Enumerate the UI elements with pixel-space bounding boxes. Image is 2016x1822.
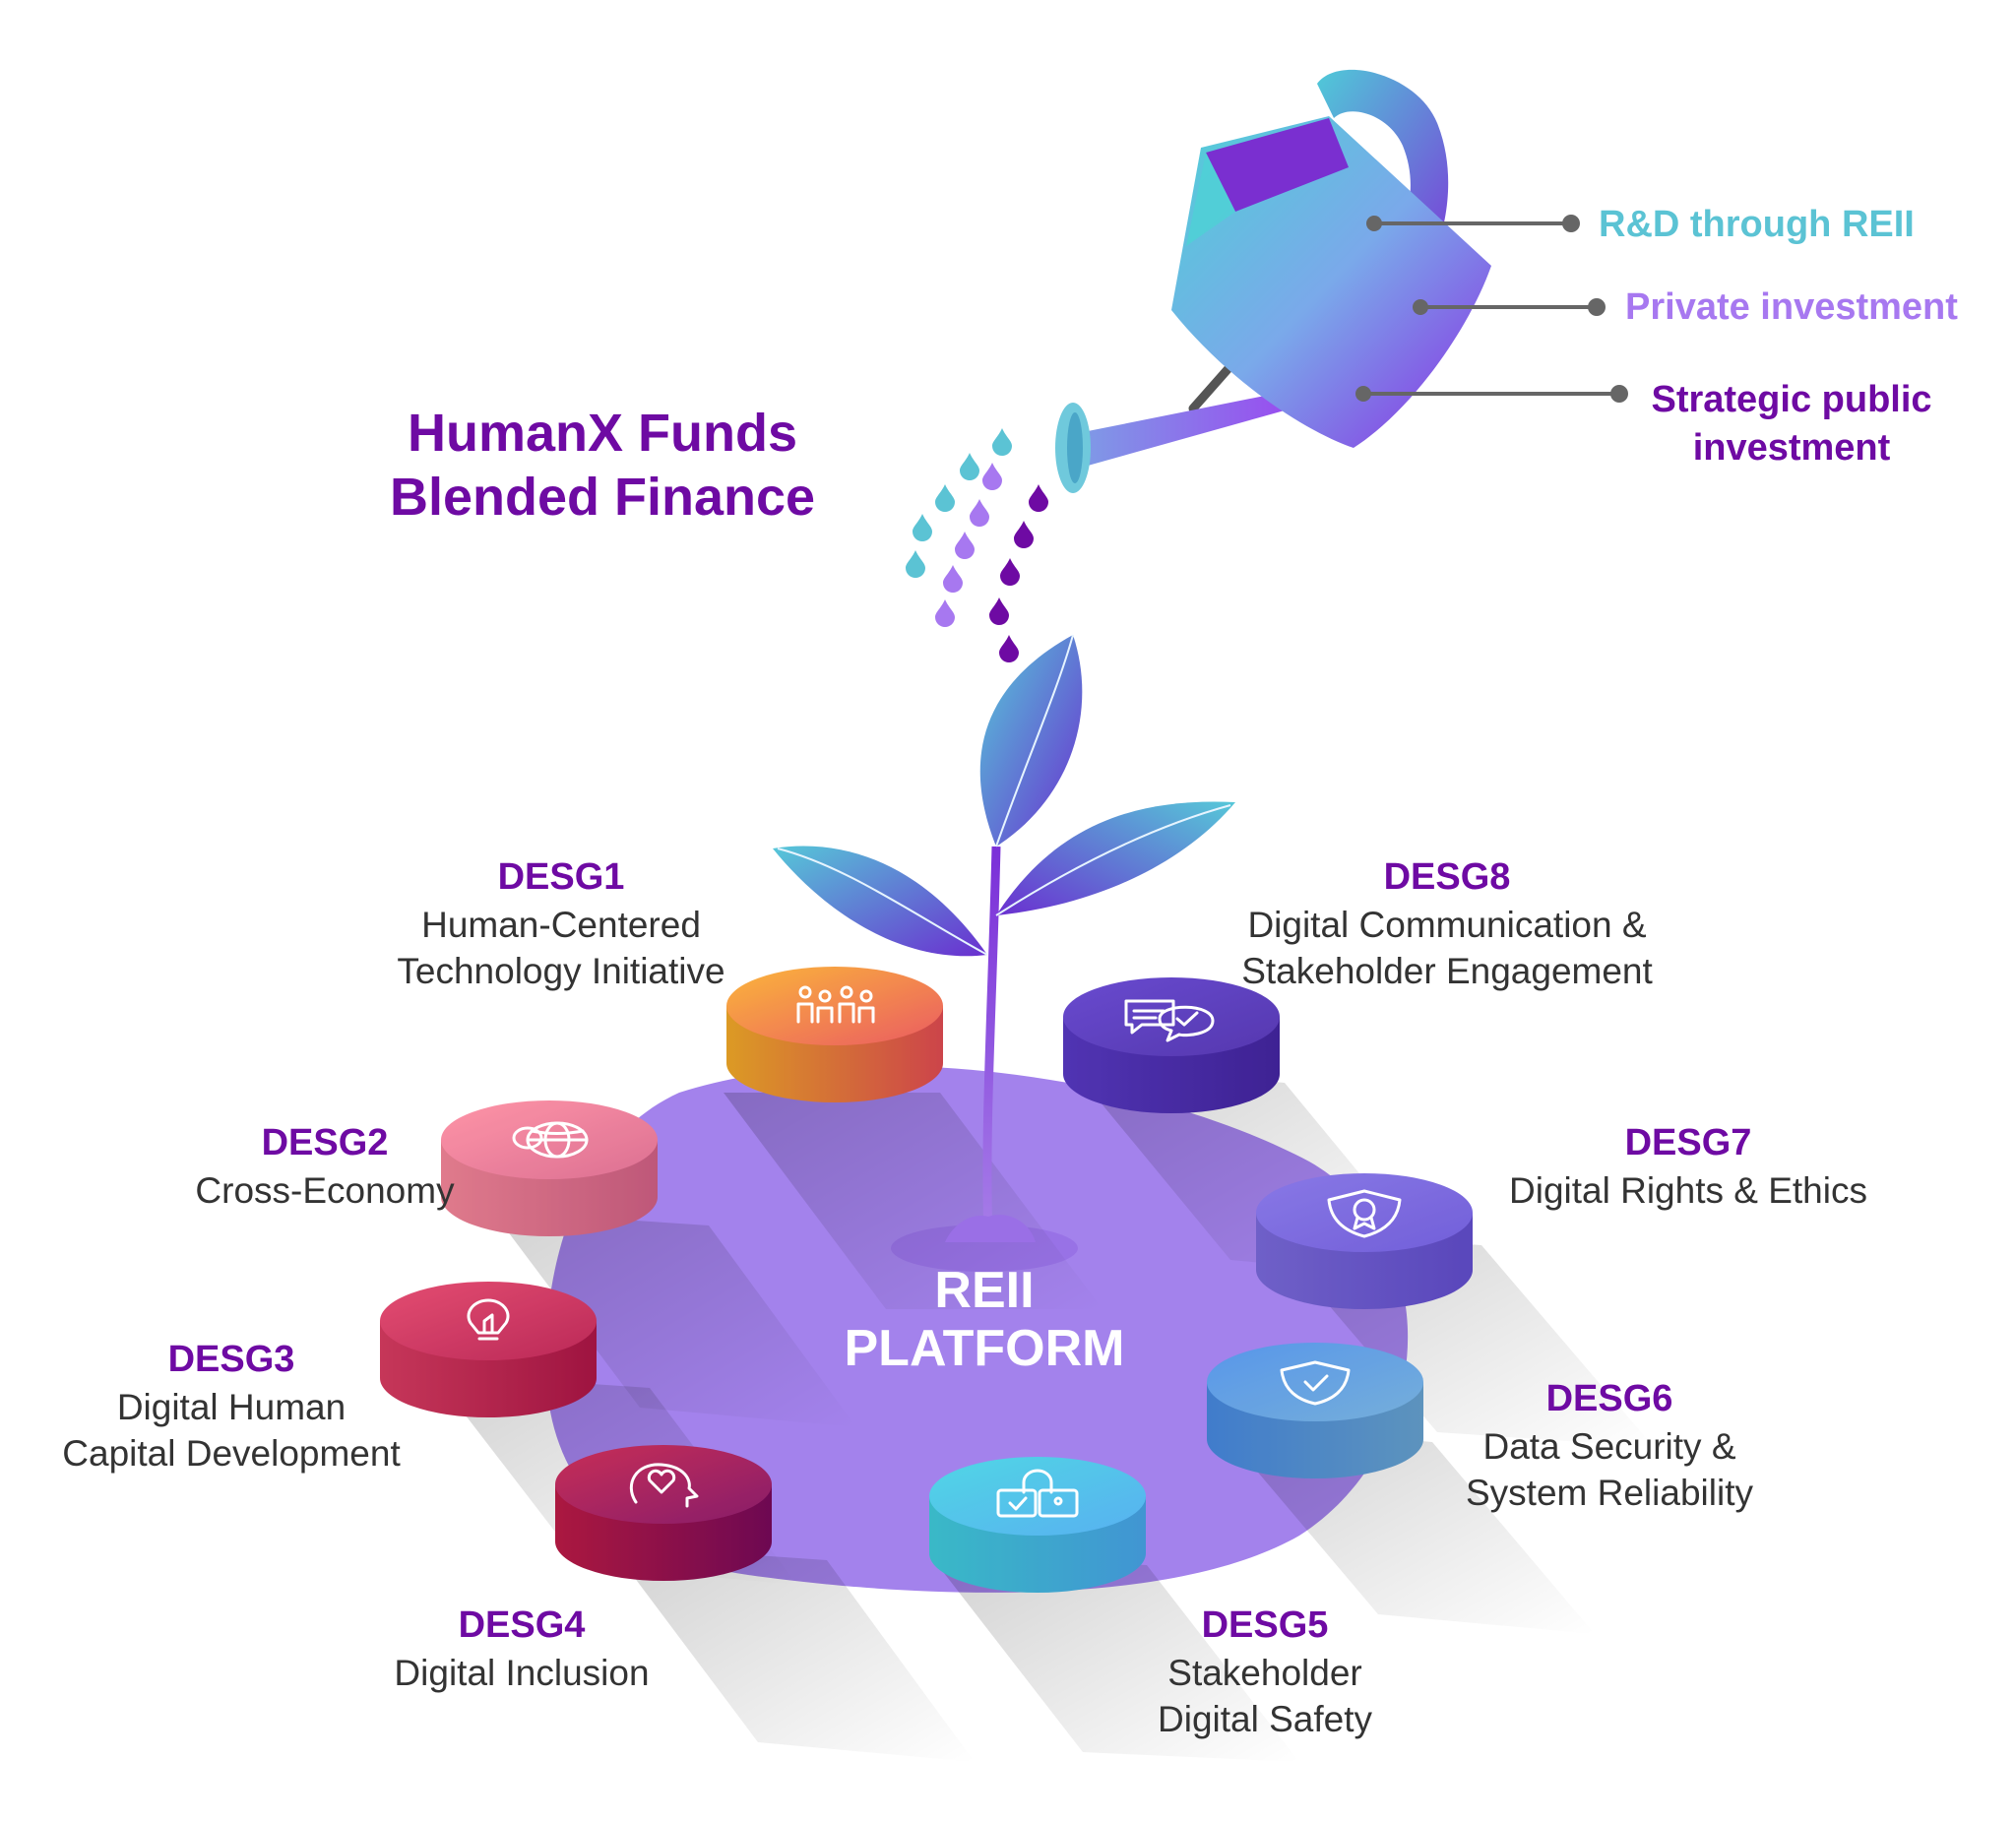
desg6-name-line-2: System Reliability [1466, 1472, 1753, 1513]
cylinder-top [1256, 1173, 1473, 1252]
cylinder-top-highlight [1063, 977, 1280, 1056]
desg8-name-line-1: Digital Communication & [1247, 904, 1647, 945]
desg2-cylinder [441, 1100, 658, 1236]
shield-check-icon [1280, 1360, 1351, 1406]
title-line-2: Blended Finance [389, 467, 816, 527]
cylinder-top-highlight [726, 967, 943, 1045]
water-droplet [960, 453, 979, 480]
desg5-cylinder [929, 1457, 1146, 1593]
sprout-plant [773, 634, 1235, 1242]
desg8-code: DESG8 [1383, 856, 1511, 898]
desg6-code: DESG6 [1545, 1378, 1673, 1419]
desg-cylinders [380, 967, 1473, 1593]
funding-private-label: Private investment [1625, 286, 1958, 328]
desg3-name-line-1: Digital Human [116, 1386, 346, 1427]
desg5-code: DESG5 [1201, 1604, 1329, 1646]
globe-icon [512, 1121, 589, 1159]
cylinder-top [555, 1445, 772, 1524]
desg7-name-line-1: Digital Rights & Ethics [1509, 1169, 1867, 1211]
water-droplet [955, 532, 975, 559]
desg1-label: DESG1 Human-Centered Technology Initiati… [389, 854, 733, 994]
water-droplet [970, 499, 989, 527]
desg6-name-line-1: Data Security & [1482, 1425, 1736, 1467]
desg5-name-line-2: Digital Safety [1158, 1698, 1372, 1739]
desg7-cylinder [1256, 1173, 1473, 1309]
desg7-code: DESG7 [1624, 1122, 1752, 1163]
desg6-cylinder [1207, 1343, 1423, 1478]
platform-line-1: REII [934, 1262, 1035, 1319]
cylinder-top [1207, 1343, 1423, 1421]
desg7-label: DESG7 Digital Rights & Ethics [1491, 1120, 1885, 1214]
platform-line-2: PLATFORM [844, 1319, 1125, 1377]
desg1-name-line-1: Human-Centered [421, 904, 701, 945]
desg4-code: DESG4 [458, 1604, 586, 1646]
desg1-code: DESG1 [497, 856, 625, 898]
desg3-code: DESG3 [167, 1339, 295, 1380]
cylinder-top-highlight [1207, 1343, 1423, 1421]
desg6-label: DESG6 Data Security & System Reliability [1442, 1376, 1777, 1516]
desg2-code: DESG2 [261, 1122, 389, 1163]
platform-label: REII PLATFORM [788, 1262, 1181, 1378]
desg4-label: DESG4 Digital Inclusion [364, 1602, 679, 1696]
shield-badge-icon [1327, 1189, 1402, 1238]
water-droplets [906, 428, 1048, 662]
desg4-cylinder [555, 1445, 772, 1581]
water-droplet [992, 428, 1012, 456]
desg8-cylinder [1063, 977, 1280, 1113]
desg4-name-line-1: Digital Inclusion [394, 1652, 650, 1693]
water-droplet [943, 565, 963, 593]
water-droplet [1000, 558, 1020, 586]
water-droplet [1014, 521, 1034, 548]
funding-rd-label: R&D through REII [1599, 204, 1915, 245]
people-icon [796, 985, 875, 1024]
water-droplet [982, 463, 1002, 490]
cylinder-top [380, 1282, 597, 1360]
cylinder-top-highlight [555, 1445, 772, 1524]
desg5-name-line-1: Stakeholder [1167, 1652, 1362, 1693]
desg3-name-line-2: Capital Development [62, 1432, 401, 1474]
cylinder-top-highlight [380, 1282, 597, 1360]
padlock-icon [996, 1469, 1079, 1518]
cylinder-top [929, 1457, 1146, 1536]
lightbulb-icon [467, 1298, 510, 1341]
desg2-name-line-1: Cross-Economy [195, 1169, 455, 1211]
cylinder-top-highlight [1256, 1173, 1473, 1252]
funding-public-line-2: investment [1692, 426, 1891, 469]
desg8-name-line-2: Stakeholder Engagement [1241, 950, 1653, 991]
water-droplet [913, 514, 932, 541]
funding-public-line-1: Strategic public [1651, 379, 1932, 420]
desg3-label: DESG3 Digital Human Capital Development [44, 1337, 418, 1476]
chat-bubbles-icon [1124, 999, 1215, 1042]
desg1-name-line-2: Technology Initiative [397, 950, 725, 991]
water-droplet [1029, 484, 1048, 512]
desg2-label: DESG2 Cross-Economy [177, 1120, 472, 1214]
water-droplet [935, 599, 955, 627]
cylinder-top-highlight [929, 1457, 1146, 1536]
desg5-label: DESG5 Stakeholder Digital Safety [1107, 1602, 1422, 1742]
water-droplet [906, 550, 925, 578]
leader-lines [1355, 215, 1628, 403]
water-droplet [999, 635, 1019, 662]
desg1-cylinder [726, 967, 943, 1102]
cylinder-top [726, 967, 943, 1045]
desg8-label: DESG8 Digital Communication & Stakeholde… [1226, 854, 1669, 994]
desg3-cylinder [380, 1282, 597, 1417]
watering-can [1055, 69, 1491, 493]
cylinder-top [1063, 977, 1280, 1056]
diagram-title: HumanX Funds Blended Finance [376, 402, 829, 530]
title-line-1: HumanX Funds [407, 404, 797, 463]
water-droplet [989, 597, 1009, 625]
head-heart-icon [629, 1463, 699, 1508]
water-droplet [935, 484, 955, 512]
funding-public-label: Strategic public investment [1644, 376, 1939, 471]
